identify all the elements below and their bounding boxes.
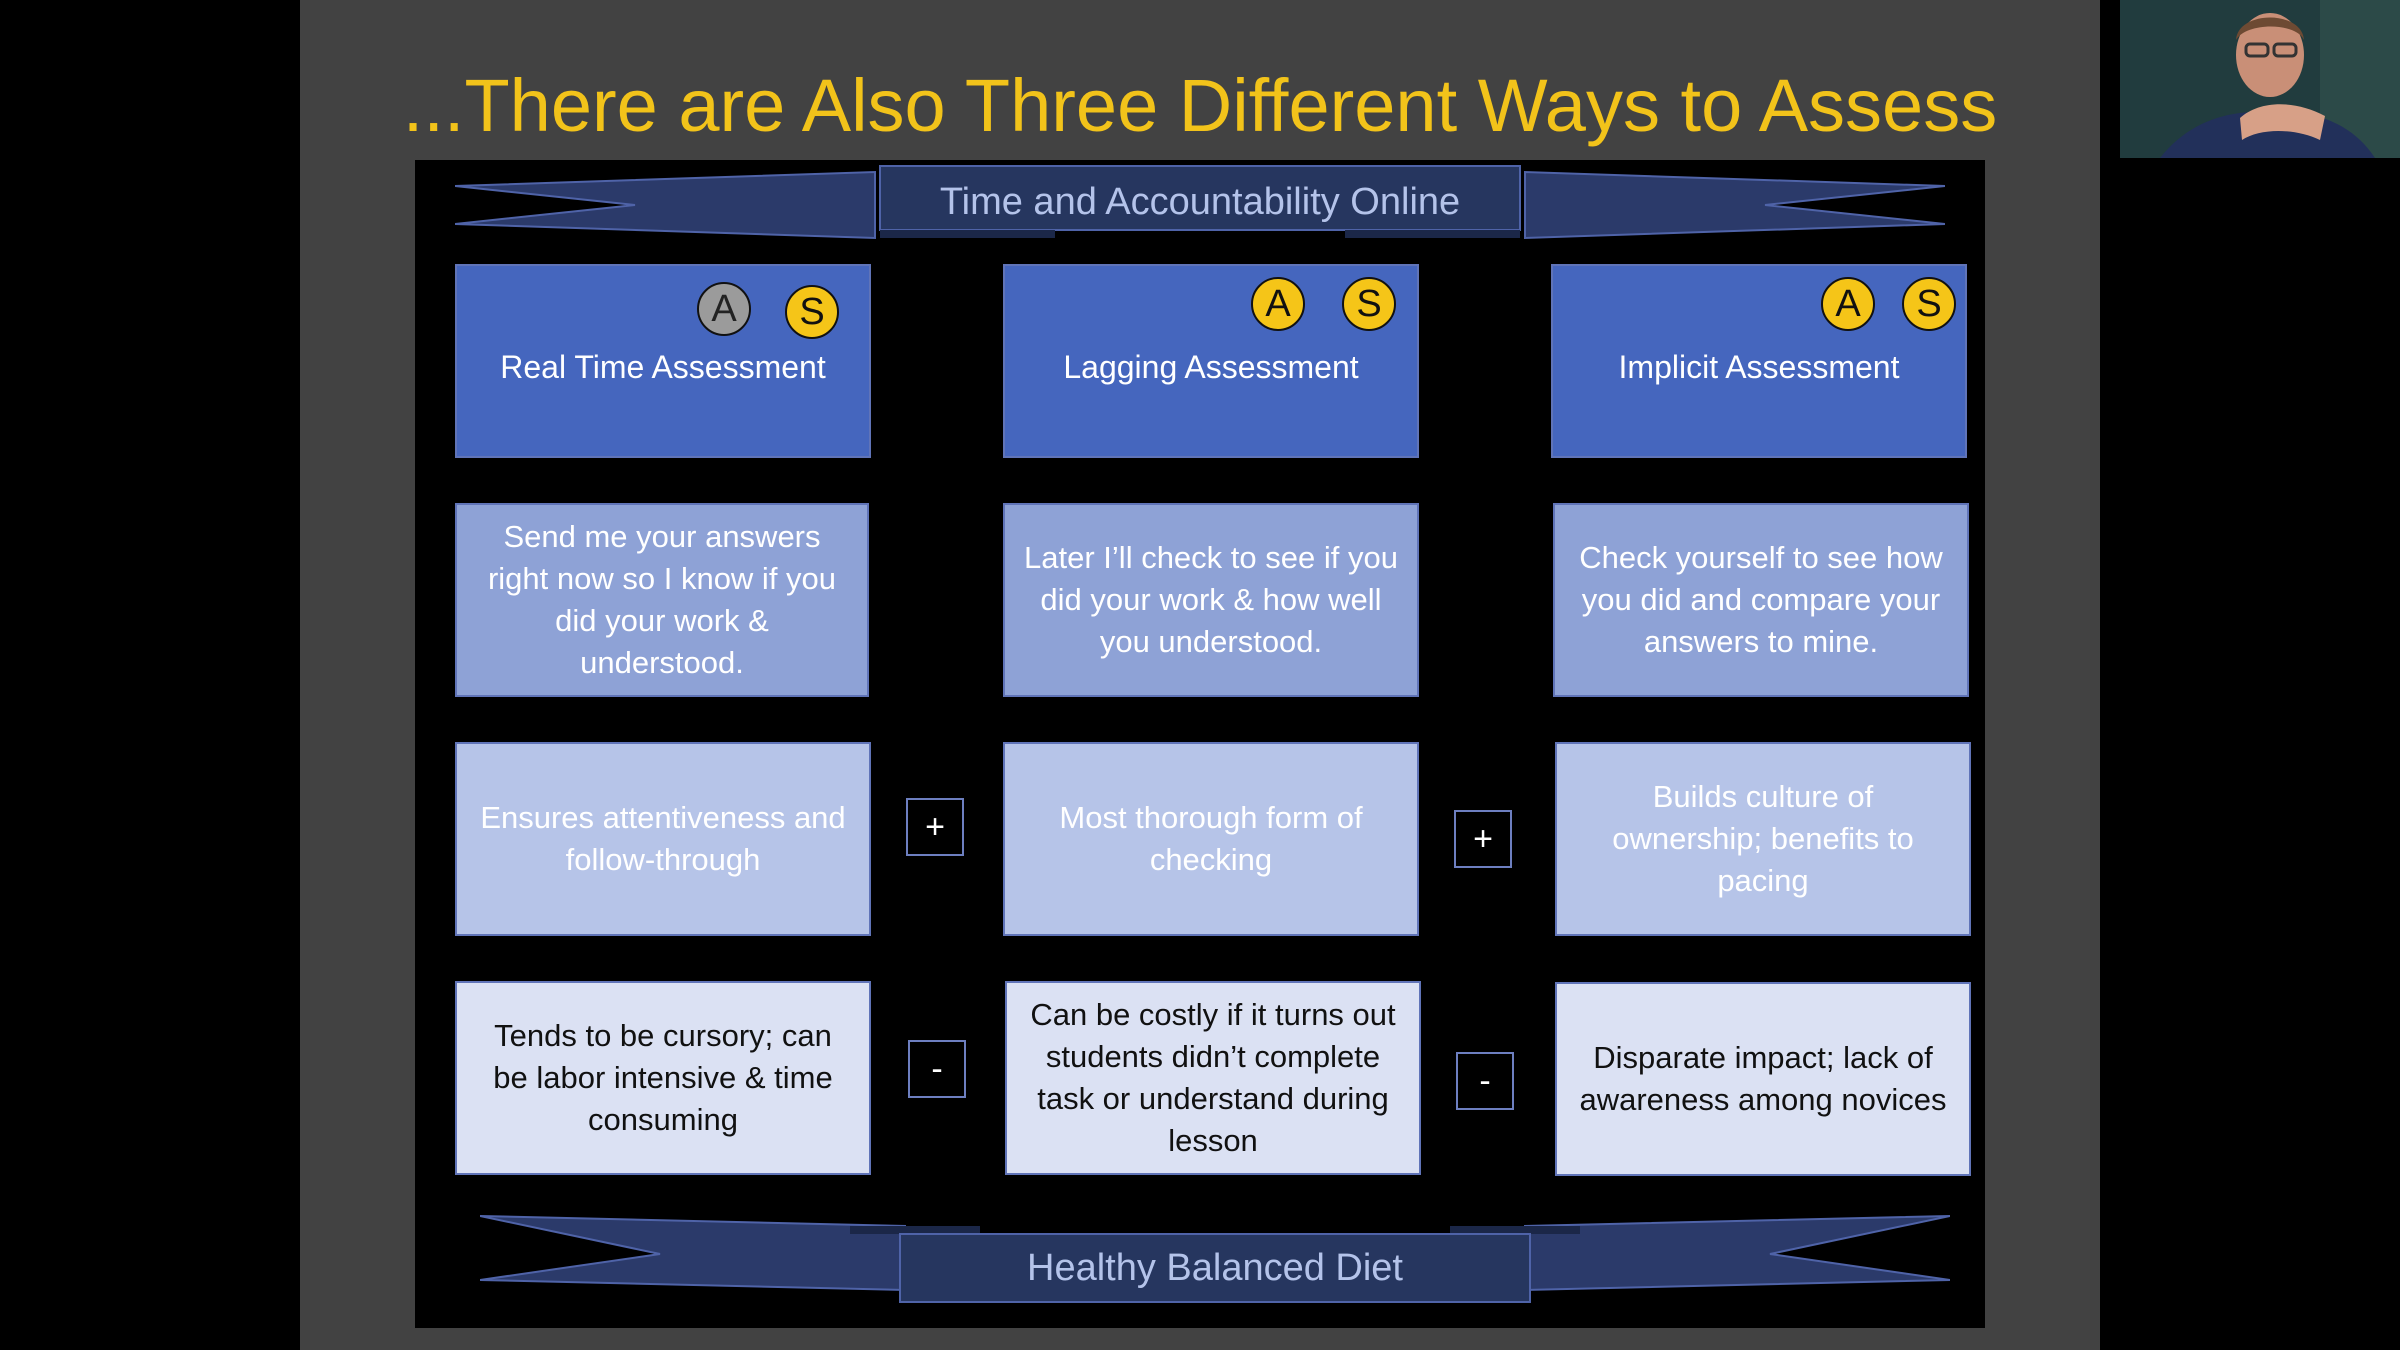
description-implicit: Check yourself to see how you did and co… xyxy=(1553,503,1969,697)
badge-a-yellow: A xyxy=(1251,277,1305,331)
badge-s-yellow: S xyxy=(785,285,839,339)
con-real-time: Tends to be cursory; can be labor intens… xyxy=(455,981,871,1175)
minus-sign: - xyxy=(908,1040,966,1098)
webcam-thumbnail xyxy=(2120,0,2400,158)
pro-implicit: Builds culture of ownership; benefits to… xyxy=(1555,742,1971,936)
con-lagging: Can be costly if it turns out students d… xyxy=(1005,981,1421,1175)
plus-sign: + xyxy=(1454,810,1512,868)
con-implicit: Disparate impact; lack of awareness amon… xyxy=(1555,982,1971,1176)
heading-lagging-assessment: Lagging Assessment xyxy=(1003,264,1419,458)
description-lagging: Later I’ll check to see if you did your … xyxy=(1003,503,1419,697)
badge-s-yellow: S xyxy=(1902,277,1956,331)
bottom-banner-label: Healthy Balanced Diet xyxy=(1027,1247,1403,1289)
bottom-banner-ribbon xyxy=(480,1215,1950,1303)
description-real-time: Send me your answers right now so I know… xyxy=(455,503,869,697)
top-banner-ribbon xyxy=(455,165,1945,240)
pro-lagging: Most thorough form of checking xyxy=(1003,742,1419,936)
badge-s-yellow: S xyxy=(1342,277,1396,331)
pro-real-time: Ensures attentiveness and follow-through xyxy=(455,742,871,936)
person-video-icon xyxy=(2120,0,2400,158)
badge-a-yellow: A xyxy=(1821,277,1875,331)
badge-a-gray: A xyxy=(697,282,751,336)
top-banner-label: Time and Accountability Online xyxy=(939,181,1461,223)
minus-sign: - xyxy=(1456,1052,1514,1110)
slide-title: ...There are Also Three Different Ways t… xyxy=(402,64,1998,147)
diagram-board: Time and Accountability Online Real Time… xyxy=(415,160,1985,1328)
plus-sign: + xyxy=(906,798,964,856)
heading-implicit-assessment: Implicit Assessment xyxy=(1551,264,1967,458)
